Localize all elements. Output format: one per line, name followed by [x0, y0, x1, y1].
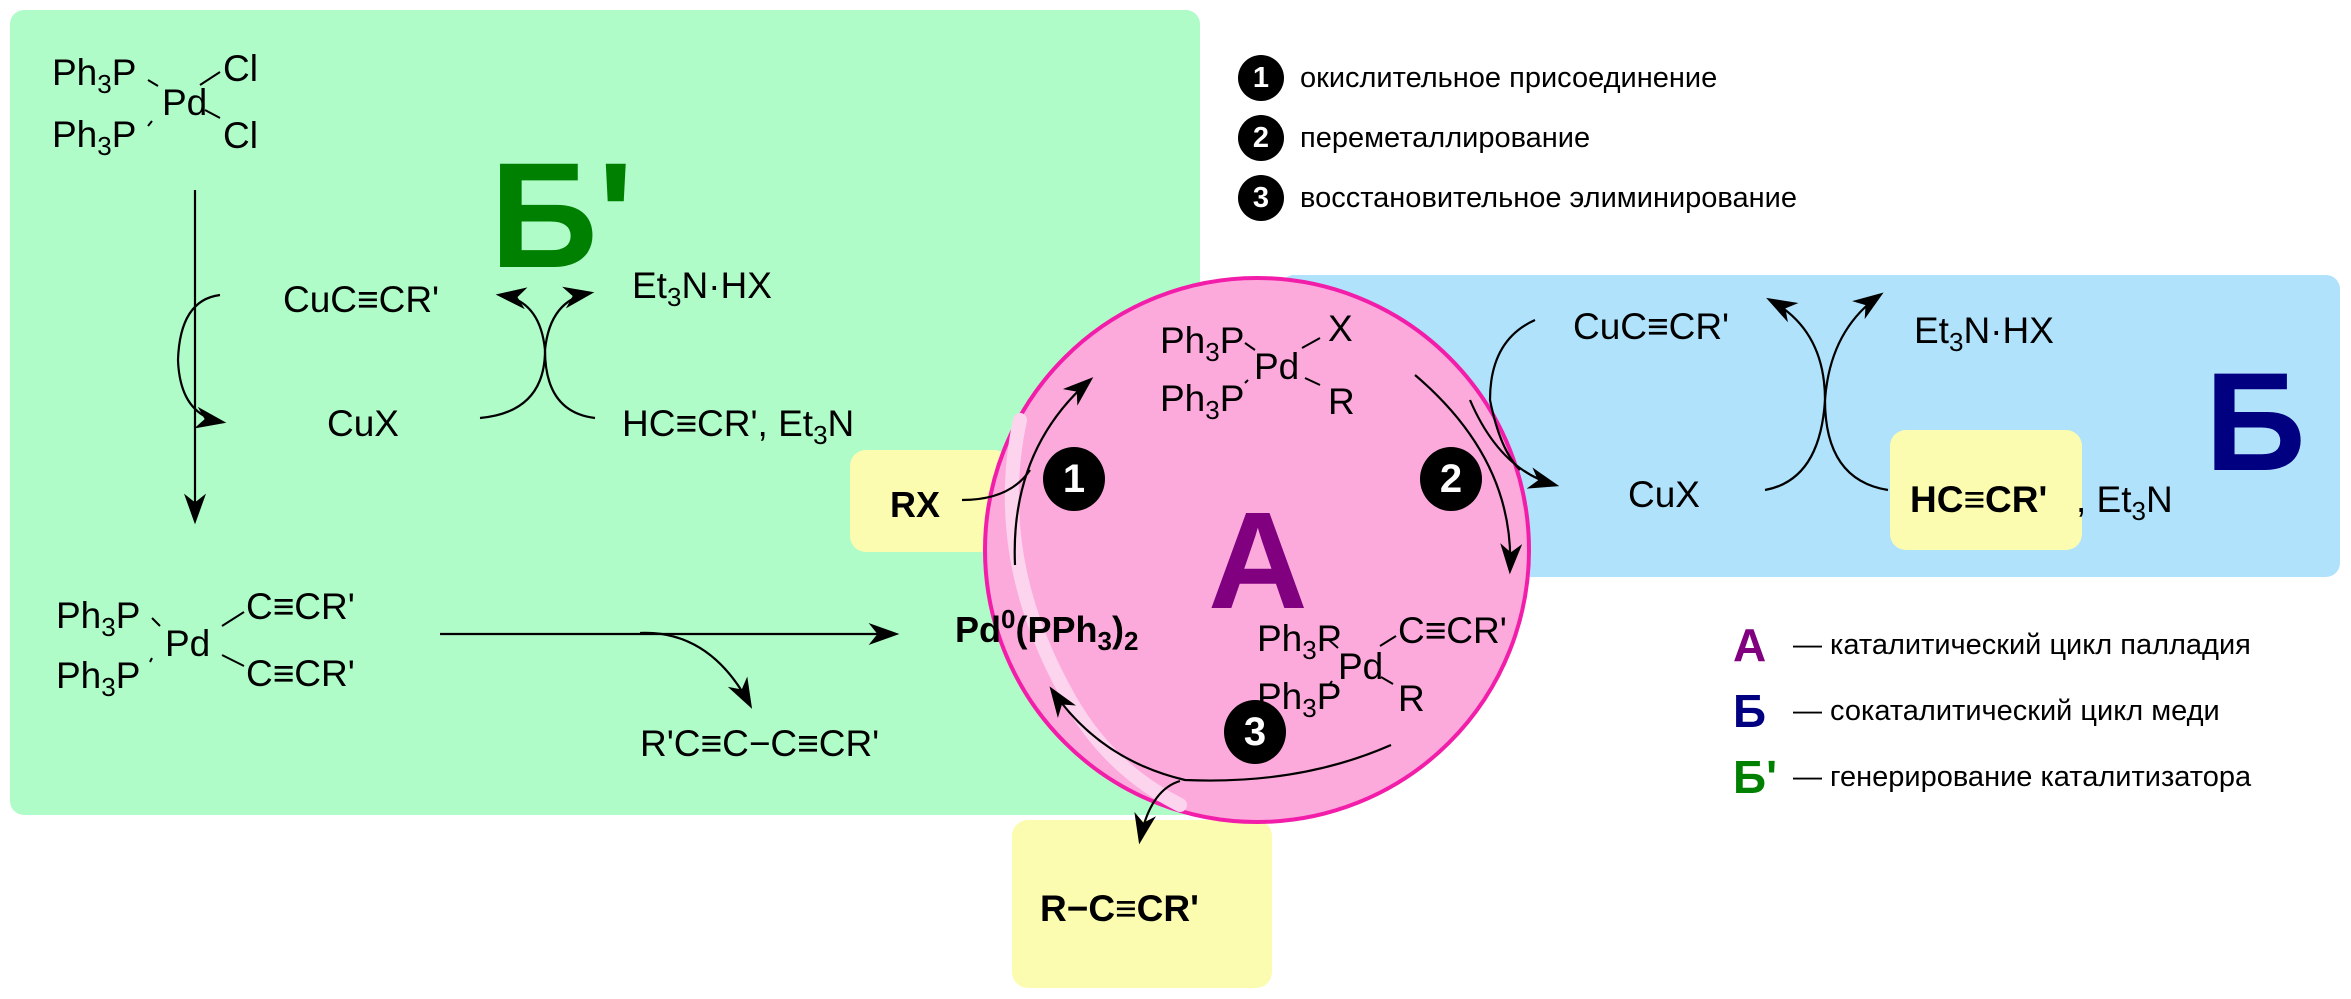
arrow-blue-cu-left — [1488, 318, 1536, 471]
step-number-badge: 1 — [1238, 55, 1284, 101]
arrow-blue-cu-right-b — [1823, 292, 1889, 492]
label-a: А — [1208, 484, 1308, 638]
step-3-badge: 3 — [1224, 700, 1286, 764]
arrow-product-out — [1134, 779, 1181, 845]
cycle-legend-text: — сокаталитический цикл меди — [1793, 694, 2220, 727]
pd-cycle-circle — [983, 276, 1531, 824]
cycle-legend-item-a: А — каталитический цикл палладия — [1733, 622, 2251, 668]
transmetalated-r: R — [1398, 678, 1425, 719]
green-alkyne-amine: HC≡CR', Et3N — [622, 403, 855, 450]
arrow-cu-left — [176, 293, 227, 429]
arrow-diyne-out — [639, 631, 753, 709]
arrow-step2 — [1414, 374, 1523, 575]
step-legend-item: 1 окислительное присоединение — [1238, 55, 1797, 101]
transmetalated-ligand-bottom: Ph3P — [1257, 676, 1342, 723]
step-legend-text: восстановительное элиминирование — [1300, 181, 1797, 214]
product-highlight-box — [1012, 820, 1272, 988]
bis-alkynyl-ligand-bottom: Ph3P — [56, 655, 141, 702]
rx-substrate: RX — [890, 484, 941, 525]
arrow-rx-in — [961, 469, 1031, 502]
cycle-legend-item-b-prime: Б' — генерирование каталитизатора — [1733, 754, 2251, 800]
blue-alkyne: HC≡CR' — [1910, 479, 2048, 520]
cycle-legend: А — каталитический цикл палладия Б — сок… — [1733, 622, 2251, 800]
step-legend-text: окислительное присоединение — [1300, 61, 1718, 94]
precatalyst-cl-top: Cl — [223, 48, 258, 89]
arrow-cu-right-b — [543, 286, 596, 420]
precatalyst-cl-bottom: Cl — [223, 115, 258, 156]
arrow-step1 — [1013, 377, 1094, 566]
precatalyst-ligand-bottom: Ph3P — [52, 114, 137, 161]
step-2-badge: 2 — [1420, 447, 1482, 511]
oxidative-adduct-r: R — [1328, 381, 1355, 422]
diyne-byproduct: R'C≡C−C≡CR' — [640, 723, 880, 764]
arrow-cu-right-a — [479, 287, 547, 420]
arrow-cu-in-step2 — [1468, 399, 1560, 489]
blue-amine: , Et3N — [2076, 479, 2173, 526]
step-legend-text: переметаллирование — [1300, 121, 1591, 154]
oxidative-adduct-metal: Pd — [1254, 346, 1300, 387]
label-b-prime: Б' — [490, 131, 634, 299]
arrow-blue-cu-right-a — [1764, 297, 1827, 492]
cycle-legend-text: — генерирование каталитизатора — [1793, 760, 2252, 793]
label-b: Б — [2205, 343, 2306, 500]
step-number-badge: 2 — [1238, 115, 1284, 161]
cycle-legend-text: — каталитический цикл палладия — [1793, 628, 2251, 661]
transmetalated-metal: Pd — [1338, 646, 1384, 687]
oxidative-adduct-x: X — [1328, 308, 1353, 349]
precatalyst-ligand-top: Ph3P — [52, 52, 137, 99]
blue-cux: CuX — [1628, 474, 1700, 515]
green-amine-salt: Et3N·HX — [632, 265, 772, 312]
transmetalated-ligand-top: Ph3P — [1257, 618, 1342, 665]
alkyne-highlight-box — [1890, 430, 2082, 550]
coupling-product: R−C≡CR' — [1040, 888, 1199, 929]
blue-amine-salt: Et3N·HX — [1914, 310, 2054, 357]
step-legend-item: 3 восстановительное элиминирование — [1238, 175, 1797, 221]
oxidative-adduct-ligand-top: Ph3P — [1160, 320, 1245, 367]
step-legend-item: 2 переметаллирование — [1238, 115, 1797, 161]
bis-alkynyl-metal: Pd — [165, 623, 211, 664]
step-1-badge: 1 — [1043, 447, 1105, 511]
oxidative-adduct-ligand-bottom: Ph3P — [1160, 378, 1245, 425]
bis-alkynyl-top-group: C≡CR' — [246, 586, 355, 627]
transmetalated-alkynyl: C≡CR' — [1398, 610, 1507, 651]
pd0-catalyst: Pd0(PPh3)2 — [955, 604, 1139, 656]
bis-alkynyl-ligand-top: Ph3P — [56, 595, 141, 642]
green-cux: CuX — [327, 403, 399, 444]
step-number-badge: 3 — [1238, 175, 1284, 221]
circle-highlight — [1004, 413, 1187, 812]
green-cu-acetylide: CuC≡CR' — [283, 279, 440, 320]
blue-cu-acetylide: CuC≡CR' — [1573, 306, 1730, 347]
rx-highlight-box — [850, 450, 1010, 552]
precatalyst-metal: Pd — [162, 82, 208, 123]
arrow-step3 — [1049, 686, 1392, 782]
step-legend: 1 окислительное присоединение 2 перемета… — [1238, 55, 1797, 221]
cycle-letter-b-prime: Б' — [1733, 751, 1778, 803]
cycle-legend-item-b: Б — сокаталитический цикл меди — [1733, 688, 2251, 734]
bis-alkynyl-bottom-group: C≡CR' — [246, 653, 355, 694]
cycle-letter-b: Б — [1733, 685, 1767, 737]
cycle-letter-a: А — [1733, 619, 1767, 671]
